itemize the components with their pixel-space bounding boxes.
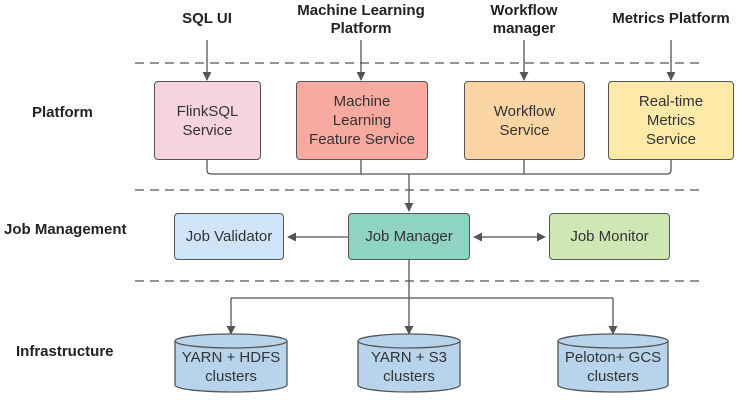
sql-ui-label: SQL UI [182, 10, 232, 27]
cylinder-yarn-s3 [357, 333, 461, 393]
ml-feature-service: Machine Learning Feature Service [296, 81, 428, 160]
job-manager: Job Manager [348, 213, 470, 260]
metrics-platform-label: Metrics Platform [612, 10, 730, 27]
metrics-service: Real-time Metrics Service [608, 81, 734, 160]
workflow-service: Workflow Service [464, 81, 585, 160]
connector-metrics-merge [409, 160, 672, 175]
workflow-manager-label: Workflow manager [490, 2, 558, 37]
job-monitor: Job Monitor [549, 213, 670, 260]
yarn-hdfs-clusters-label: YARN + HDFS clusters [181, 349, 281, 385]
connector-flinksql-merge [206, 160, 409, 175]
cylinder-yarn-hdfs [174, 333, 288, 393]
layer-label-job-management: Job Management [4, 221, 127, 238]
job-validator: Job Validator [174, 213, 284, 260]
layer-label-infrastructure: Infrastructure [16, 343, 114, 360]
layer-label-platform: Platform [32, 104, 93, 121]
connector-manager-to-clusters [231, 260, 613, 299]
yarn-s3-clusters-label: YARN + S3 clusters [370, 349, 447, 385]
cylinder-peloton-gcs [557, 333, 669, 393]
ml-platform-label: Machine Learning Platform [297, 2, 425, 37]
flinksql-service: FlinkSQL Service [154, 81, 261, 160]
peloton-gcs-clusters-label: Peloton+ GCS clusters [564, 349, 662, 385]
